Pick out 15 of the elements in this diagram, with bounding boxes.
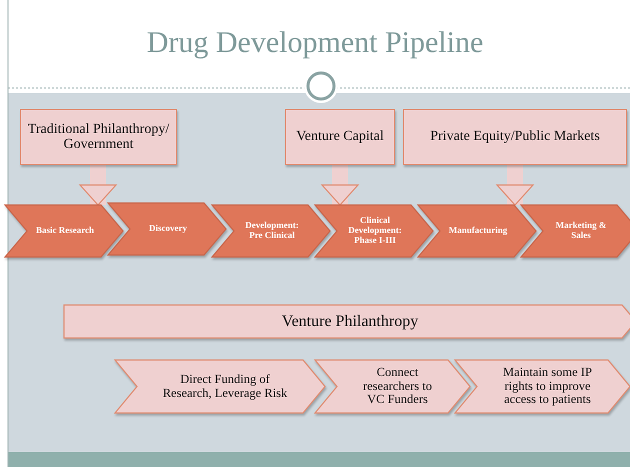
pipeline-stage: Manufacturing	[418, 205, 536, 257]
pipeline-stage: Marketing & Sales	[521, 205, 630, 257]
arrow	[496, 165, 534, 206]
pipeline-stage: Clinical Development: Phase I-III	[315, 205, 433, 257]
pipeline-stage: Development: Pre Clinical	[212, 205, 330, 257]
strategy-step: Connect researchers to VC Funders	[315, 360, 470, 413]
funding-box: Venture Capital	[285, 109, 395, 165]
funding-box: Private Equity/Public Markets	[403, 109, 627, 165]
arrow	[79, 165, 117, 206]
funding-box: Traditional Philanthropy/ Government	[20, 109, 177, 165]
title: Drug Development Pipeline	[146, 26, 484, 60]
pipeline-stage: Basic Research	[5, 205, 123, 257]
banner: Venture Philanthropy	[64, 305, 630, 338]
strategy-step: Maintain some IP rights to improve access to patients	[455, 360, 630, 413]
pipeline-stage: Discovery	[108, 203, 226, 255]
